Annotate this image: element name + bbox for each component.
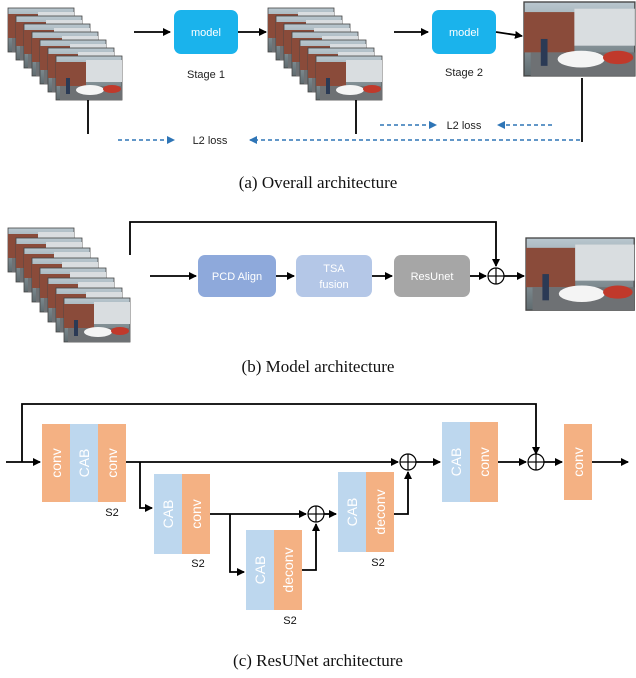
caption-a: (a) Overall architecture: [239, 173, 398, 192]
model-label-stage2: model: [449, 27, 479, 39]
conv-label: conv: [188, 499, 204, 529]
l2-loss-label-left: L2 loss: [193, 135, 228, 147]
stage2-label: Stage 2: [445, 67, 483, 79]
caption-b: (b) Model architecture: [242, 357, 395, 376]
stage1-label: Stage 1: [187, 69, 225, 81]
cab-label: CAB: [448, 448, 464, 477]
conv-label: conv: [48, 448, 64, 478]
s2-label: S2: [105, 507, 118, 519]
model-input-frames-stack: [7, 227, 131, 343]
resunet-architecture: conv CAB conv S2 CAB conv S2 CAB deconv …: [6, 403, 629, 670]
conv-label: conv: [476, 447, 492, 477]
input-frames-stack: [7, 7, 123, 101]
overall-architecture: model Stage 1 model Stage 2 L2 loss: [7, 1, 636, 192]
decoder-block-1: CAB deconv S2: [338, 472, 394, 569]
tsa-fusion-box: [296, 255, 372, 297]
model-box-stage2: [432, 10, 496, 54]
cab-label: CAB: [160, 500, 176, 529]
cab-label: CAB: [76, 449, 92, 478]
s2-label: S2: [371, 557, 384, 569]
pcd-align-label: PCD Align: [212, 271, 262, 283]
model-label-stage1: model: [191, 27, 221, 39]
cab-label: CAB: [252, 556, 268, 585]
sum-node-b: [487, 267, 505, 285]
cab-label: CAB: [344, 498, 360, 527]
deconv-label: deconv: [372, 489, 388, 534]
pcd-align-box: [198, 255, 276, 297]
resunet-box: [394, 255, 470, 297]
resunet-label: ResUnet: [411, 271, 454, 283]
sum-node-c0: [527, 453, 545, 471]
tsa-label-line2: fusion: [319, 279, 348, 291]
tsa-label-line1: TSA: [323, 263, 345, 275]
s2-label: S2: [283, 615, 296, 627]
encoder-block-1: conv CAB conv S2: [42, 424, 126, 519]
deconv-label: deconv: [280, 547, 296, 592]
sum-node-c2: [307, 505, 325, 523]
decoder-block-2: CAB conv: [442, 422, 498, 502]
final-conv-block: conv: [564, 424, 592, 500]
conv-label: conv: [570, 447, 586, 477]
encoder-block-2: CAB conv S2: [154, 474, 210, 570]
model-box-stage1: [174, 10, 238, 54]
l2-loss-label-right: L2 loss: [447, 120, 482, 132]
s2-label: S2: [191, 558, 204, 570]
model-architecture: PCD Align TSA fusion ResUnet (b) Model a…: [7, 221, 636, 376]
output-frame-a: [523, 1, 636, 77]
intermediate-frames-stack: [267, 7, 383, 101]
sum-node-c1: [399, 453, 417, 471]
conv-label: conv: [104, 448, 120, 478]
caption-c: (c) ResUNet architecture: [233, 651, 403, 670]
output-frame-b: [525, 237, 636, 311]
bottleneck-block: CAB deconv S2: [246, 530, 302, 627]
